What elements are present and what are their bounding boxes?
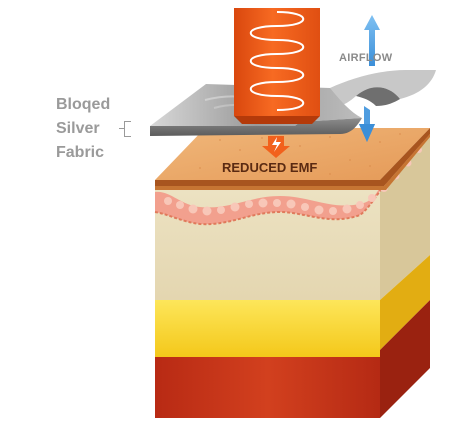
reduced-emf-arrow-icon <box>262 136 290 158</box>
label-bracket-tick <box>119 128 124 129</box>
fabric-label-line-3: Fabric <box>56 144 105 161</box>
airflow-up-arrow-icon <box>364 15 380 66</box>
emitter-bottom <box>234 116 320 124</box>
fat-layer <box>155 300 380 357</box>
emf-emitter <box>234 8 320 124</box>
airflow-down-arrow-icon <box>359 106 375 142</box>
fabric-label-line-2: Silver <box>56 120 100 137</box>
block-front <box>155 190 380 418</box>
emitter-tube <box>234 8 320 116</box>
muscle-layer <box>155 357 380 418</box>
label-bracket <box>124 121 131 137</box>
fabric-label-line-1: Bloqed <box>56 96 111 113</box>
reduced-emf-label: REDUCED EMF <box>222 160 318 175</box>
emf-wave-icon <box>249 11 305 111</box>
muscle-side <box>380 300 430 418</box>
airflow-label: AIRFLOW <box>339 52 393 64</box>
fat-side <box>380 255 430 350</box>
skin-rim <box>155 128 430 186</box>
skin-pores <box>199 133 401 175</box>
skin-top-surface <box>155 128 430 180</box>
